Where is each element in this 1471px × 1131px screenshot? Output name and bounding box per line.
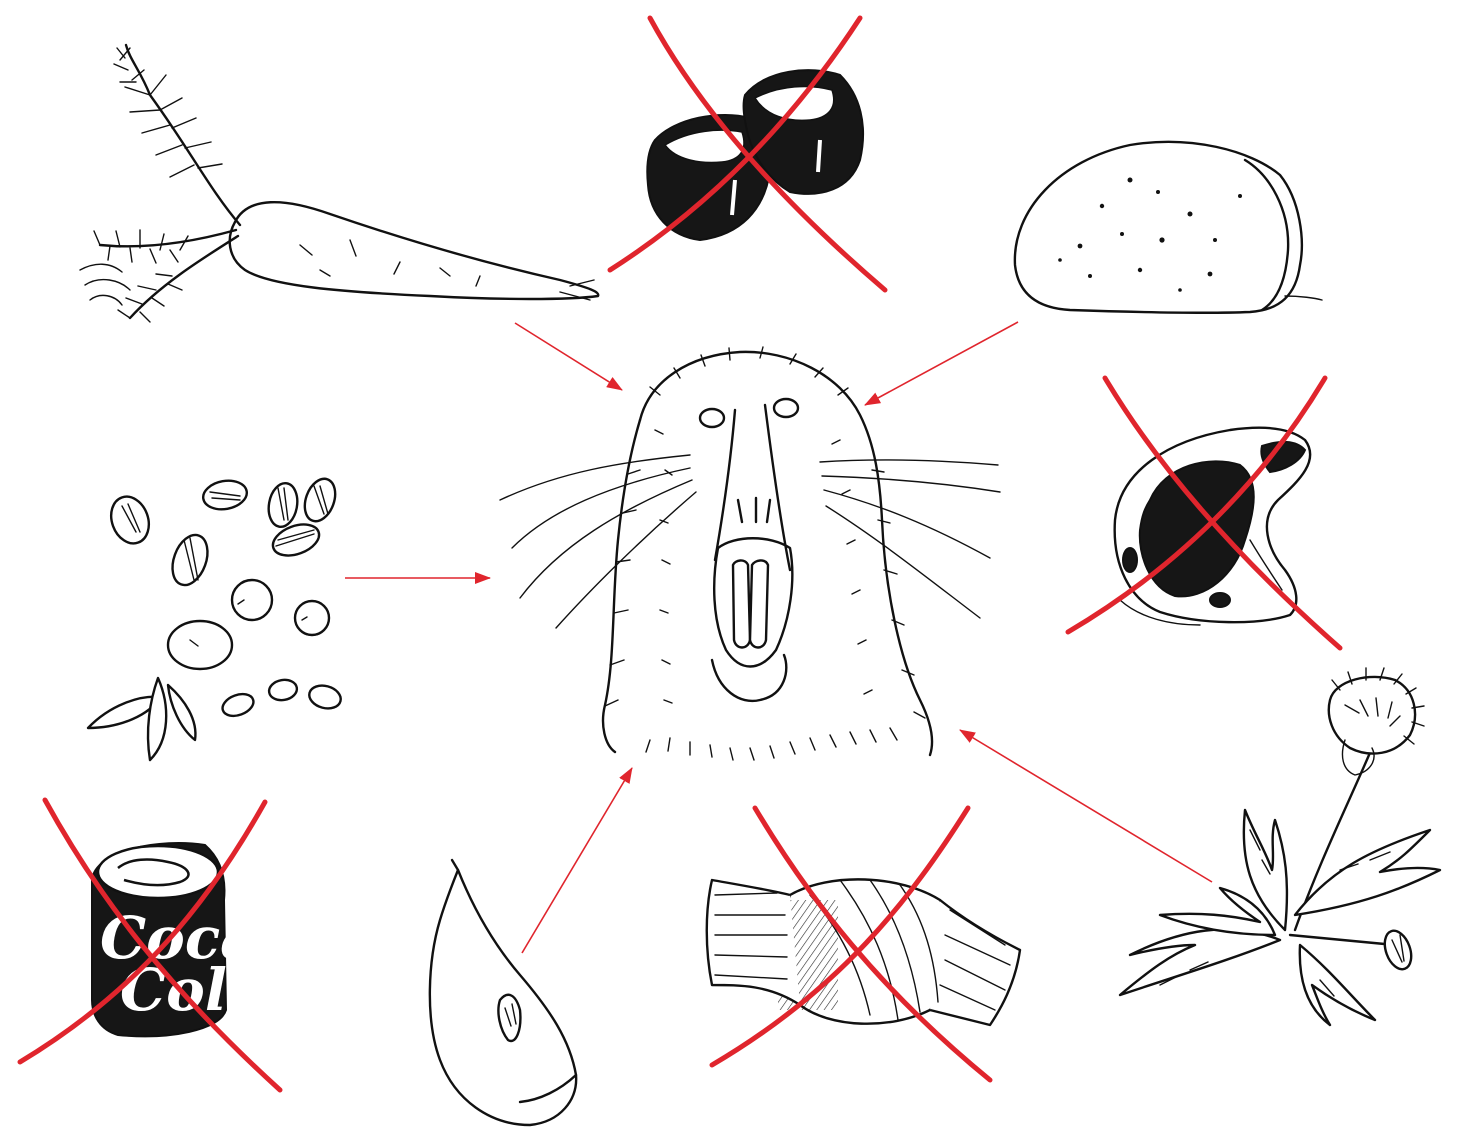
arrow-carrot bbox=[515, 323, 622, 390]
right-incisor bbox=[750, 560, 768, 647]
pear-stem bbox=[452, 860, 458, 870]
arrow-pear bbox=[522, 768, 632, 953]
snout-left-ridge bbox=[715, 410, 735, 560]
seeds-grains-icon bbox=[88, 475, 343, 760]
cola-can-icon: Coca Cola bbox=[92, 843, 264, 1036]
wrapped-candy-icon bbox=[707, 879, 1020, 1025]
chocolate-icon bbox=[647, 70, 863, 240]
left-eye bbox=[700, 409, 724, 427]
head-outline-left bbox=[603, 420, 640, 752]
nutria-face-icon bbox=[500, 347, 1000, 760]
arrow-bread bbox=[865, 322, 1018, 405]
upper-teeth bbox=[738, 498, 770, 522]
carrot-icon bbox=[80, 45, 598, 322]
right-eye bbox=[774, 399, 798, 417]
arrow-dandelion bbox=[960, 730, 1212, 882]
bud-stem bbox=[1290, 935, 1395, 945]
bread-loaf-icon bbox=[1015, 142, 1322, 313]
chin bbox=[712, 655, 786, 701]
dandelion-icon bbox=[1120, 668, 1440, 1025]
left-incisor bbox=[733, 560, 750, 647]
